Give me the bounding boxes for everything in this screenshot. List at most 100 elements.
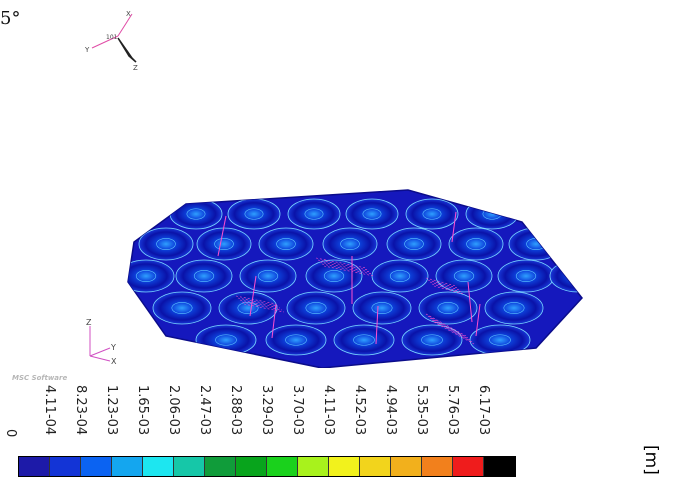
plate-cell-core (186, 208, 206, 220)
plate-cell-core (215, 334, 237, 346)
plate-cell-core (515, 270, 537, 282)
triad-x-label: X (126, 10, 131, 18)
plate-cell-core (362, 208, 382, 220)
plate-cell-core (453, 270, 475, 282)
plate-cell-core (304, 208, 324, 220)
legend-tick: 2.88-03 (228, 385, 257, 451)
plate-cell (371, 259, 429, 293)
legend-color-segment (236, 457, 267, 476)
plate-cell (239, 259, 297, 293)
plate-cell-core (257, 270, 279, 282)
legend-tick: 3.70-03 (290, 385, 319, 451)
plate-cell-core (503, 302, 525, 314)
plate-cell (196, 227, 252, 261)
plate-cell-core (214, 238, 234, 250)
legend-tick-label: 4.11-04 (42, 385, 57, 436)
plate-cell (508, 227, 564, 261)
legend-tick: 4.11-04 (42, 385, 71, 451)
plate-cell (386, 227, 442, 261)
plate-cell (227, 198, 281, 230)
legend-tick: 2.06-03 (166, 385, 195, 451)
spring-hatch (433, 285, 465, 295)
spring-line (451, 211, 457, 243)
logo-text: MSC Software (12, 374, 67, 382)
triad-bottom-y-axis (89, 347, 111, 357)
legend-tick-label: 3.70-03 (290, 385, 305, 436)
plate-cell (152, 291, 212, 325)
spring-line (249, 275, 257, 317)
plate-cell (345, 198, 399, 230)
spring-hatch (323, 265, 375, 277)
plate-cell-core (244, 208, 264, 220)
plate-cell-core (353, 334, 375, 346)
plate-cell-core (171, 302, 193, 314)
plate-cell (519, 198, 573, 230)
plate-cell (418, 291, 478, 325)
spring-line (375, 305, 379, 345)
plate-cell-core (323, 270, 345, 282)
legend-tick-label: 0 (3, 429, 18, 438)
legend-tick: 0 (3, 385, 32, 451)
plate-cell-core (305, 302, 327, 314)
plate-cells (128, 198, 582, 356)
legend-tick-label: 5.35-03 (414, 385, 429, 436)
legend-color-segment (391, 457, 422, 476)
legend-color-segment (112, 457, 143, 476)
legend-unit: [m] (641, 445, 661, 475)
spring-hatch (239, 299, 281, 309)
plate-cell (448, 227, 504, 261)
plate-cell-core (371, 302, 393, 314)
legend-color-segment (329, 457, 360, 476)
legend-tick: 3.29-03 (259, 385, 288, 451)
legend-tick: 2.47-03 (197, 385, 226, 451)
plate-cell (286, 291, 346, 325)
plate-cell (465, 198, 519, 230)
legend-tick-label: 8.23-04 (73, 385, 88, 436)
plate-cell (435, 259, 493, 293)
legend-tick-label: 1.65-03 (135, 385, 150, 436)
spring-hatch (315, 257, 367, 269)
triad-bottom-x-label: X (111, 357, 117, 366)
plate-cell (333, 324, 395, 356)
spring-hatch (235, 295, 277, 305)
legend-tick: 5.76-03 (445, 385, 474, 451)
spring-hatch (317, 259, 369, 271)
plate-cell (405, 198, 459, 230)
plate-cell-core (389, 270, 411, 282)
plate-cell (287, 198, 341, 230)
plate-cell-core (422, 208, 442, 220)
plate-cell (322, 227, 378, 261)
legend-tick-label: 4.11-03 (321, 385, 336, 436)
plate-cell (484, 291, 544, 325)
plate-cell-core (567, 270, 582, 282)
plate-cell-core (237, 302, 259, 314)
legend-tick-label: 5.76-03 (445, 385, 460, 436)
legend-color-segment (174, 457, 205, 476)
triad-y-axis (91, 35, 119, 49)
spring-hatch (427, 279, 459, 289)
plate-cell-core (404, 238, 424, 250)
spring-line (217, 215, 227, 257)
triad-bottom-y-label: Y (110, 343, 116, 352)
plate-cell-core (437, 302, 459, 314)
legend-tick-label: 3.29-03 (259, 385, 274, 436)
legend-color-segment (360, 457, 391, 476)
plate-cell-core (276, 238, 296, 250)
legend-color-segment (422, 457, 453, 476)
legend-tick-label: 4.94-03 (383, 385, 398, 436)
legend-tick-label: 4.52-03 (352, 385, 367, 436)
plate-cell (305, 259, 363, 293)
plate-cell-core (193, 270, 215, 282)
plate-cell-core (135, 270, 157, 282)
triad-bottom-x-axis (89, 355, 111, 362)
legend-tick: 6.17-03 (476, 385, 505, 451)
spring-hatch (429, 281, 461, 291)
legend-tick-label: 2.47-03 (197, 385, 212, 436)
legend-color-segment (81, 457, 112, 476)
plate-cell (128, 259, 175, 293)
spring-lines (217, 211, 481, 345)
legend-tick: 4.94-03 (383, 385, 412, 451)
legend-tick: 1.23-03 (104, 385, 133, 451)
triad-bottom-z-label: Z (86, 318, 92, 327)
